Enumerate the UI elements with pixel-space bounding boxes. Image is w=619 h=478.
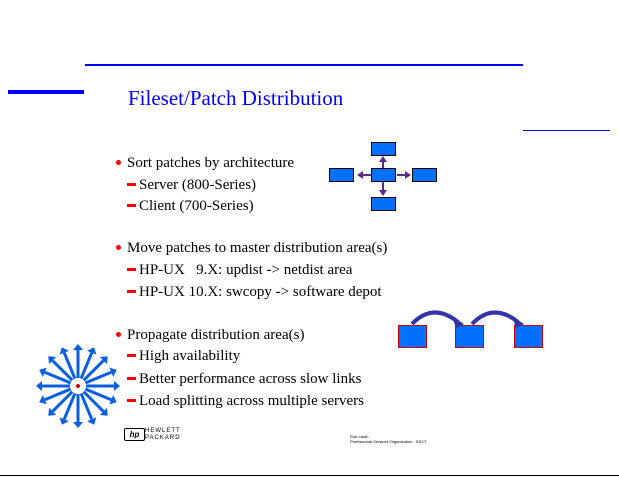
starburst-arrow-head xyxy=(48,407,57,416)
dash-marker xyxy=(127,204,136,208)
starburst-arrow-head xyxy=(36,381,42,391)
starburst-arrow-shaft xyxy=(79,392,94,420)
dash-marker xyxy=(127,290,136,294)
starburst-arrow-head xyxy=(99,356,108,365)
starburst-arrow-head xyxy=(114,381,120,391)
cross-box-center xyxy=(371,168,396,182)
bullet-text: Move patches to master distribution area… xyxy=(127,240,388,256)
left-accent-bar xyxy=(8,90,84,94)
starburst-arrow-shaft xyxy=(62,352,77,380)
slide-title: Fileset/Patch Distribution xyxy=(128,86,344,110)
bullet-move-patches: Move patches to master distribution area… xyxy=(116,240,387,257)
starburst-arrow-head xyxy=(48,356,57,365)
starburst-arrow-head xyxy=(99,407,108,416)
sub-item-hpux9: HP-UX 9.X: updist -> netdist area xyxy=(127,262,352,279)
dash-marker xyxy=(127,268,136,272)
sub-item-load-splitting: Load splitting across multiple servers xyxy=(127,393,364,410)
bullet-dot xyxy=(116,160,121,166)
starburst-arrow-shaft xyxy=(84,370,112,385)
chain-box-1 xyxy=(398,325,427,348)
hp-logo-line2: PACKARD xyxy=(145,435,181,441)
starburst-arrows-icon xyxy=(36,344,120,428)
starburst-arrow-head xyxy=(109,395,117,405)
sub-item-hpux10: HP-UX 10.X: swcopy -> software depot xyxy=(127,284,382,301)
hp-logo-mark: hp xyxy=(124,428,145,441)
starburst-arrow-head xyxy=(109,367,117,377)
sub-item-text: HP-UX 10.X: swcopy -> software depot xyxy=(139,284,382,300)
starburst-arrow-head xyxy=(87,347,97,355)
sub-item-text: Load splitting across multiple servers xyxy=(139,393,364,409)
starburst-arrow-shaft xyxy=(82,390,105,413)
bullet-text: Propagate distribution area(s) xyxy=(127,327,305,343)
starburst-arrow-shaft xyxy=(51,390,74,413)
bullet-dot xyxy=(116,245,121,251)
cross-box-top xyxy=(371,142,396,156)
starburst-arrow-head xyxy=(39,395,47,405)
sub-item-availability: High availability xyxy=(127,348,240,365)
footer-author: Rob Lauth xyxy=(350,434,369,439)
starburst-arrow-head xyxy=(73,422,83,428)
starburst-arrow-shaft xyxy=(84,387,112,402)
dash-marker xyxy=(127,183,136,187)
starburst-arrow-shaft xyxy=(62,392,77,420)
starburst-arrow-head xyxy=(73,344,83,350)
starburst-arrow-head xyxy=(39,367,47,377)
sub-item-client: Client (700-Series) xyxy=(127,198,254,215)
right-rule xyxy=(523,130,610,131)
dash-marker xyxy=(127,377,136,381)
bullet-propagate: Propagate distribution area(s) xyxy=(116,327,304,344)
dash-marker xyxy=(127,399,136,403)
starburst-arrow-shaft xyxy=(79,352,94,380)
starburst-arrow-shaft xyxy=(44,370,72,385)
sub-item-text: Client (700-Series) xyxy=(139,198,254,214)
starburst-arrow-head xyxy=(87,417,97,425)
dash-marker xyxy=(127,354,136,358)
starburst-arrow-shaft xyxy=(51,359,74,382)
cross-box-bottom xyxy=(371,197,396,211)
chain-arrows-icon xyxy=(410,310,524,328)
starburst-arrow-head xyxy=(59,417,69,425)
hp-logo-line1: HEWLETT xyxy=(145,428,181,434)
cross-box-right xyxy=(412,168,437,182)
bullet-text: Sort patches by architecture xyxy=(127,155,295,171)
starburst-arrow-head xyxy=(59,347,69,355)
bottom-rule xyxy=(0,475,619,476)
cross-box-left xyxy=(329,168,354,182)
sub-item-server: Server (800-Series) xyxy=(127,177,256,194)
sub-item-text: High availability xyxy=(139,348,241,364)
sub-item-text: Server (800-Series) xyxy=(139,177,257,193)
sub-item-text: HP-UX 9.X: updist -> netdist area xyxy=(139,262,353,278)
chain-box-2 xyxy=(455,325,484,348)
top-rule xyxy=(85,64,523,66)
bullet-sort-patches: Sort patches by architecture xyxy=(116,155,294,172)
footer-org: Professional Services Organization - SSC… xyxy=(350,439,427,444)
cross-arrows-icon xyxy=(357,156,411,196)
bullet-dot xyxy=(116,332,121,338)
chain-box-3 xyxy=(514,325,543,348)
sub-item-text: Better performance across slow links xyxy=(139,371,362,387)
sub-item-performance: Better performance across slow links xyxy=(127,371,361,388)
starburst-arrow-shaft xyxy=(44,387,72,402)
starburst-arrow-shaft xyxy=(82,359,105,382)
